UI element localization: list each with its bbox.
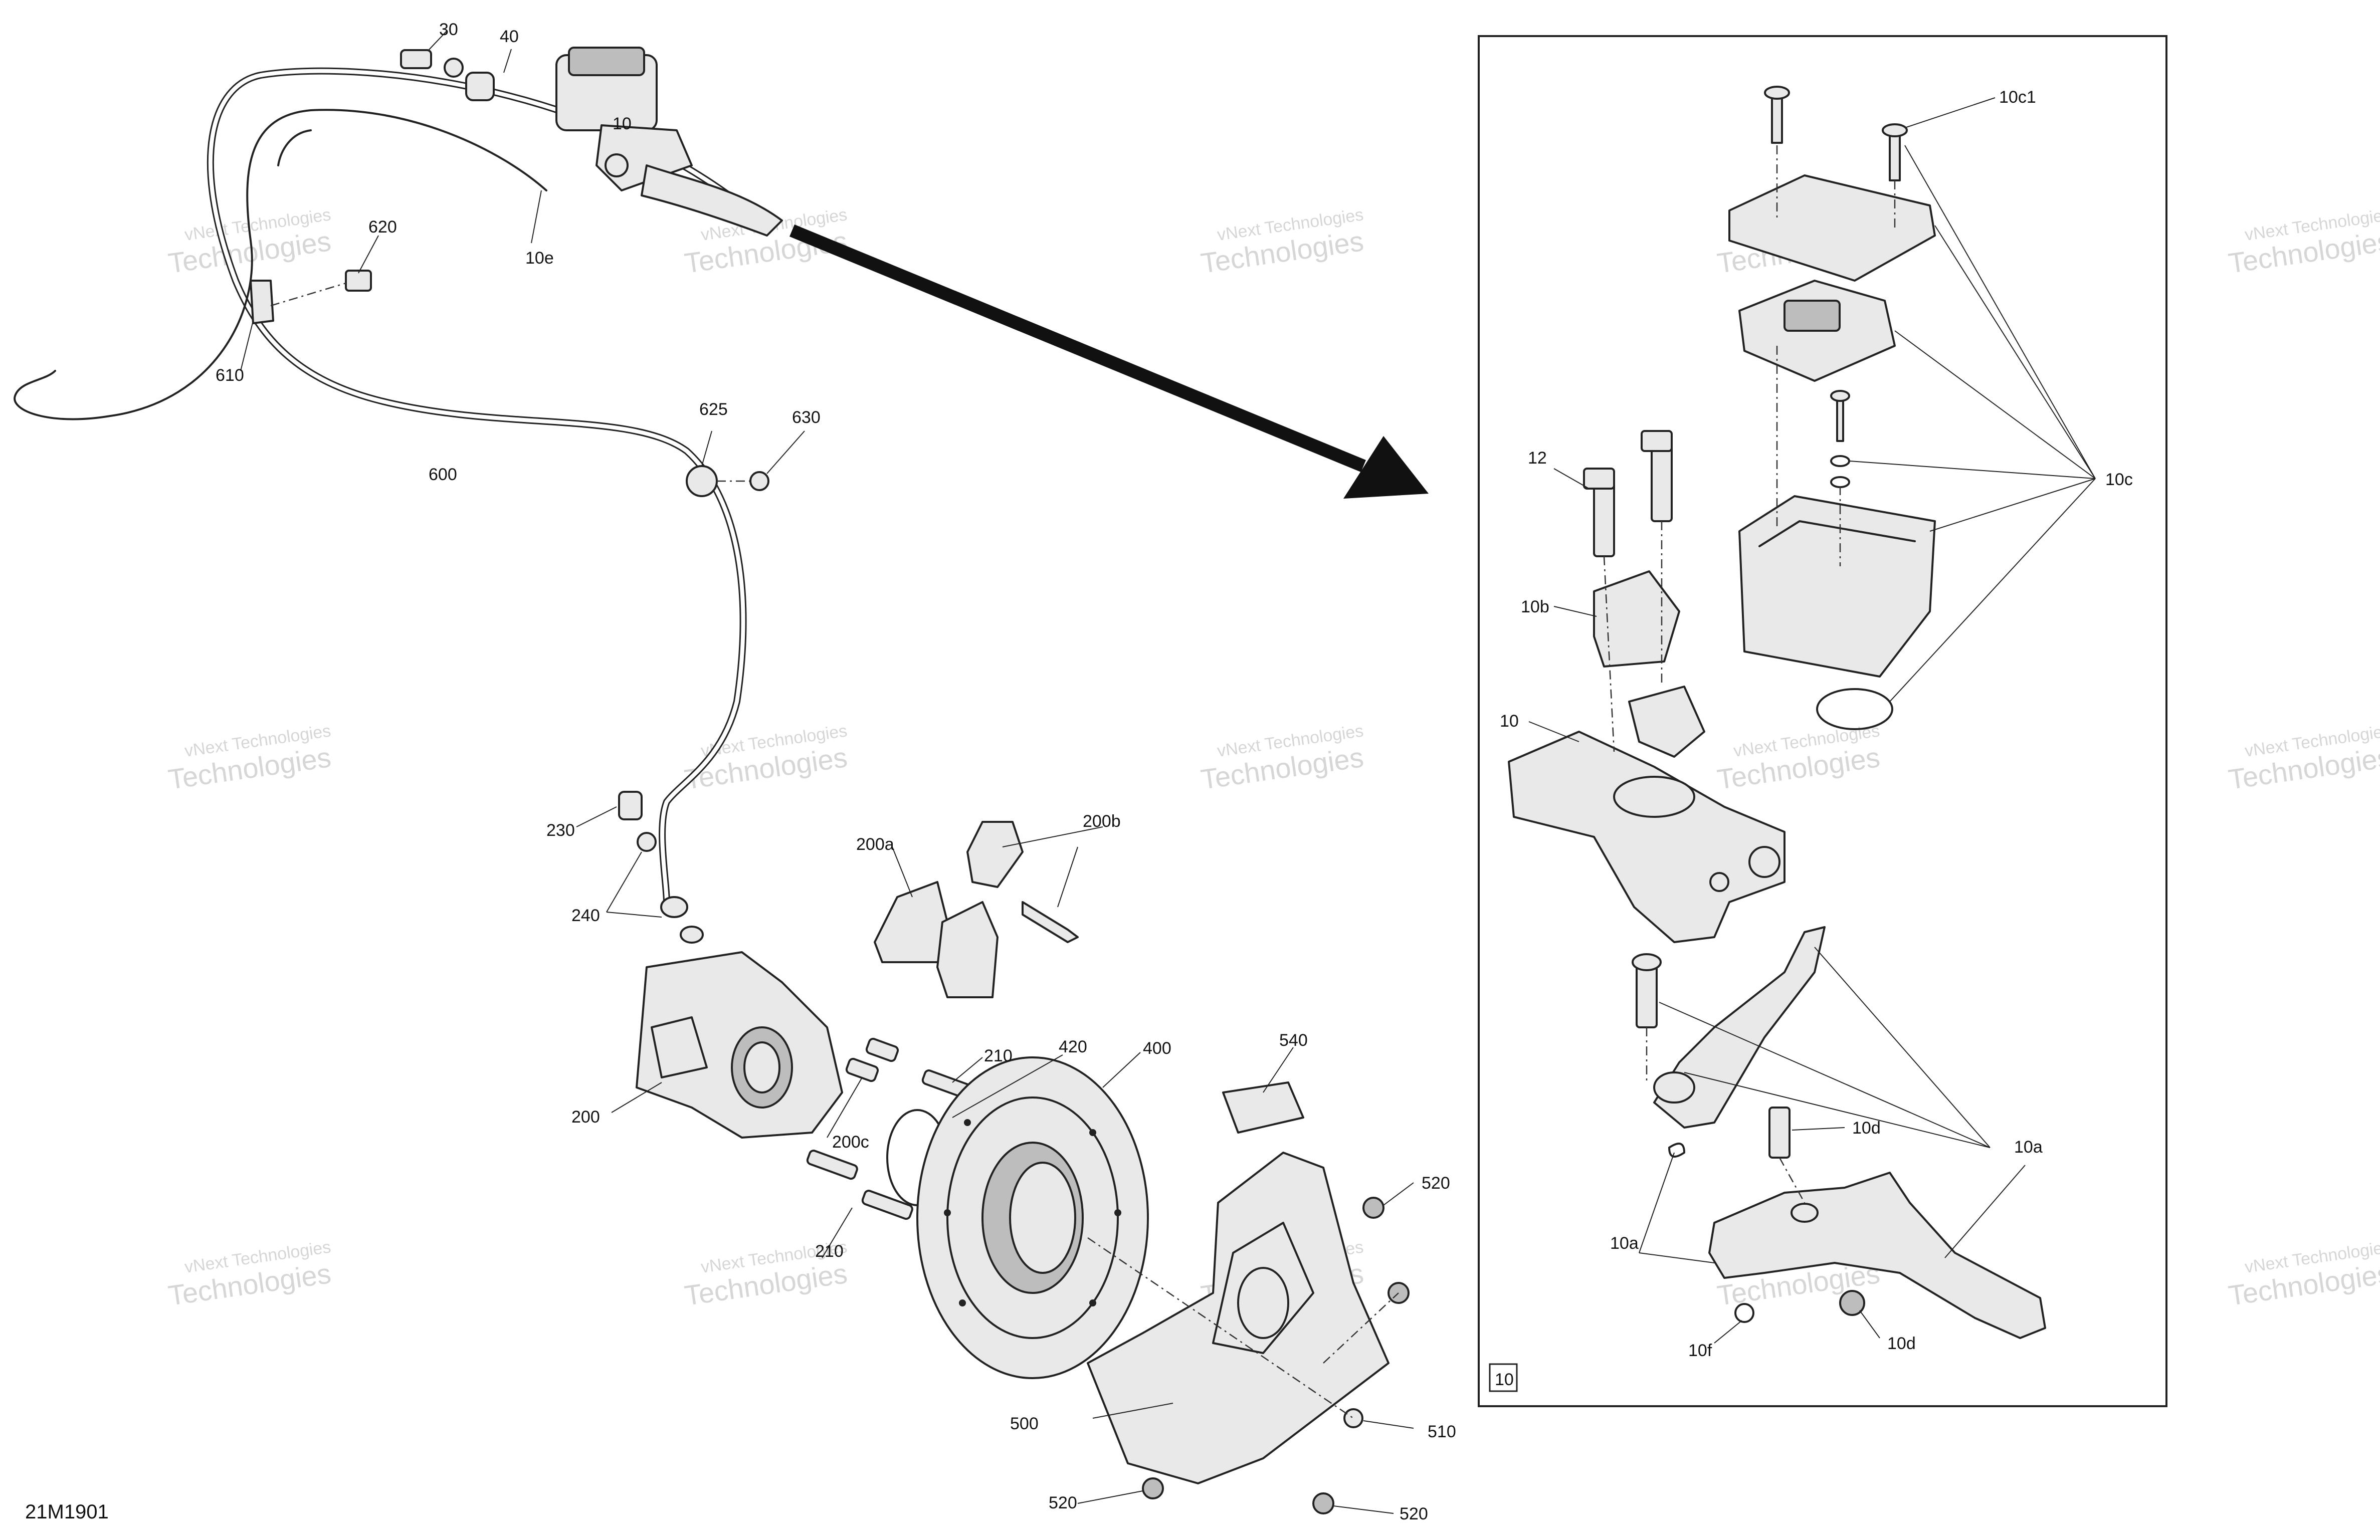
callout-200: 200	[571, 1108, 600, 1127]
callout-10b: 10b	[1521, 597, 1549, 616]
watermark: vNext Technologies Technologies	[1199, 721, 1365, 795]
hose-clip	[250, 280, 274, 324]
brake-caliper	[636, 951, 843, 1139]
callout-520: 520	[1400, 1504, 1428, 1523]
brake-hose	[207, 67, 770, 906]
callout-10: 10	[1500, 712, 1519, 731]
callout-10f: 10f	[1688, 1341, 1712, 1360]
callout-200b: 200b	[1083, 812, 1121, 831]
callout-630: 630	[792, 408, 821, 427]
inset-callout-labels: 10c1 10c 12 10b 10 10d 10a 10a 10f 10d 1…	[1495, 88, 2133, 1389]
callout-510: 510	[1428, 1422, 1456, 1441]
callout-210: 210	[815, 1242, 844, 1261]
callout-10d: 10d	[1887, 1334, 1916, 1353]
callout-10d: 10d	[1852, 1119, 1881, 1138]
watermark: vNext Technologies Technologies	[1199, 205, 1365, 279]
watermark: vNext Technologies Technologies	[2227, 721, 2380, 795]
brake-switch-wire	[14, 109, 547, 420]
callout-10: 10	[613, 114, 632, 133]
hose-guide	[686, 465, 769, 497]
watermark: vNext Technologies Technologies	[2227, 1237, 2380, 1311]
callout-400: 400	[1143, 1039, 1171, 1058]
callout-10c: 10c	[2105, 470, 2133, 489]
callout-labels: 30 40 10 10e 620 610 600 625 630 230 240…	[216, 20, 1456, 1523]
callout-240: 240	[571, 906, 600, 925]
callout-520: 520	[1422, 1174, 1450, 1193]
callout-625: 625	[699, 400, 728, 419]
callout-230: 230	[546, 821, 575, 840]
caliper-bolts	[806, 1037, 973, 1220]
figure-code: 21M1901	[25, 1501, 109, 1523]
watermark-layer: vNext Technologies Technologies vNext Te…	[166, 205, 2380, 1311]
brake-disc	[916, 1056, 1149, 1379]
callout-200c: 200c	[832, 1133, 869, 1152]
callout-10e: 10e	[525, 249, 554, 268]
detail-arrow	[789, 224, 1429, 499]
callout-420: 420	[1059, 1037, 1087, 1056]
banjo-bolt	[400, 49, 495, 101]
detail-inset	[1478, 35, 2167, 1407]
callout-40: 40	[500, 27, 519, 46]
warning-decal	[1222, 1081, 1304, 1134]
brake-pads	[874, 821, 1079, 998]
watermark: vNext Technologies Technologies	[166, 1237, 333, 1311]
callout-10a: 10a	[2014, 1138, 2043, 1157]
callout-520: 520	[1049, 1493, 1077, 1512]
callout-540: 540	[1279, 1031, 1308, 1050]
inset-tag: 10	[1495, 1370, 1514, 1389]
disc-guard	[1087, 1152, 1390, 1484]
callout-620: 620	[368, 217, 397, 237]
master-cylinder	[555, 47, 783, 237]
callout-500: 500	[1010, 1414, 1039, 1433]
callout-210: 210	[984, 1046, 1013, 1065]
caliper-banjo-bolt	[618, 791, 704, 944]
watermark: vNext Technologies Technologies	[2227, 205, 2380, 279]
watermark: vNext Technologies Technologies	[1715, 721, 1882, 795]
callout-600: 600	[429, 465, 457, 484]
callout-30: 30	[439, 20, 458, 39]
callout-12: 12	[1528, 449, 1547, 468]
callout-10c1: 10c1	[1999, 88, 2036, 107]
leader-lines	[240, 31, 2096, 1514]
watermark: vNext Technologies Technologies	[166, 721, 333, 795]
bolt-620	[270, 270, 372, 307]
callout-200a: 200a	[856, 835, 894, 854]
callout-10a: 10a	[1610, 1234, 1639, 1253]
callout-610: 610	[216, 366, 244, 385]
